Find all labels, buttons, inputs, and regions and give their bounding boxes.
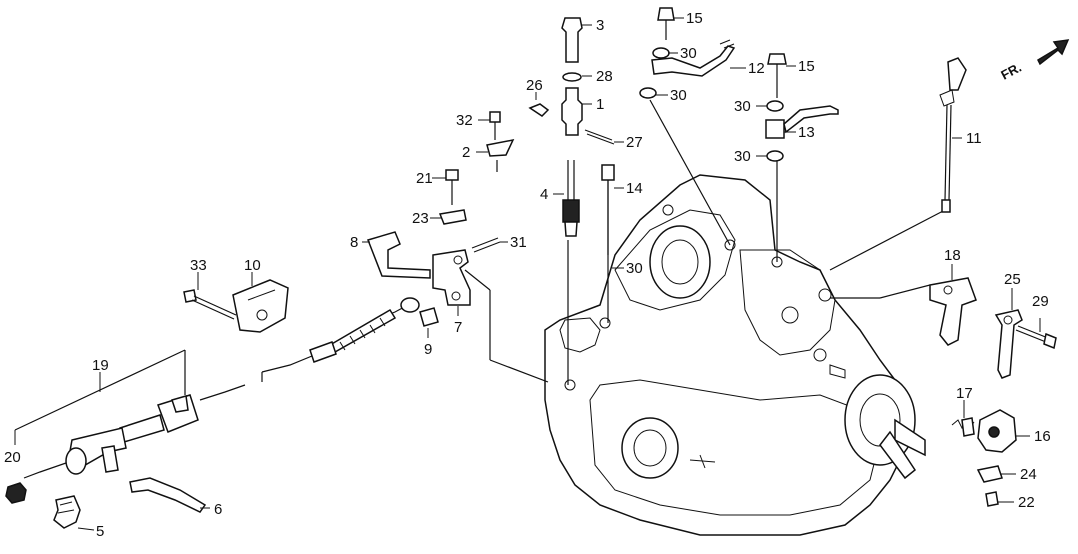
part-26-clip (528, 103, 550, 117)
leader-lines (14, 99, 946, 431)
part-4-speedometer-gear (562, 160, 580, 237)
callout-2: 2 (462, 144, 470, 161)
callout-11: 11 (966, 130, 982, 147)
part-14-bolt (601, 164, 615, 255)
part-17-spring (951, 417, 975, 437)
part-7-bracket (432, 249, 471, 306)
callout-21: 21 (416, 170, 433, 187)
callout-30-d: 30 (734, 98, 751, 115)
callout-18: 18 (944, 247, 961, 264)
callout-15-right: 15 (798, 58, 815, 75)
part-32-bolt (489, 111, 501, 140)
callout-16: 16 (1034, 428, 1051, 445)
callout-30-c: 30 (670, 87, 687, 104)
callout-1: 1 (596, 96, 604, 113)
part-6-clip (129, 477, 207, 513)
callout-20: 20 (4, 449, 21, 466)
part-33-bolt (183, 289, 237, 320)
callout-30-a: 30 (626, 260, 643, 277)
callout-22: 22 (1018, 494, 1035, 511)
part-23-washer (438, 209, 467, 225)
callout-17: 17 (956, 385, 973, 402)
part-30-washer-lower (639, 87, 657, 99)
part-3-sleeve (561, 17, 583, 63)
part-29-bolt (1015, 325, 1057, 350)
part-15-bolt-right (767, 53, 787, 98)
part-1-speed-sensor (561, 87, 583, 136)
part-16-lever (977, 409, 1017, 453)
callout-leaders (14, 17, 1041, 531)
part-15-bolt-upper (657, 7, 675, 40)
part-30-washer-upper (652, 47, 670, 59)
callout-30-e: 30 (734, 148, 751, 165)
part-28-oring (562, 72, 582, 82)
callout-28: 28 (596, 68, 613, 85)
callout-24: 24 (1020, 466, 1037, 483)
part-25-lever (994, 309, 1023, 379)
callout-3: 3 (596, 17, 604, 34)
direction-label: FR. (998, 60, 1024, 83)
callout-26: 26 (526, 77, 543, 94)
callout-10: 10 (244, 257, 261, 274)
callout-13: 13 (798, 124, 815, 141)
part-8-bracket (367, 231, 431, 279)
part-19-shift-cable (23, 297, 420, 479)
part-30-washer-right-a (766, 100, 784, 112)
part-2-bracket (486, 138, 515, 172)
part-11-dipstick (939, 57, 967, 213)
part-13-pipe (765, 105, 839, 139)
callout-29: 29 (1032, 293, 1049, 310)
part-24-washer (976, 465, 1003, 483)
part-30-washer-right-b (766, 150, 784, 162)
callout-31: 31 (510, 234, 527, 251)
callout-9: 9 (424, 341, 432, 358)
callout-19: 19 (92, 357, 109, 374)
callout-5: 5 (96, 523, 104, 540)
transmission-case (544, 174, 926, 536)
callout-6: 6 (214, 501, 222, 518)
callout-30-b: 30 (680, 45, 697, 62)
part-20-nut (5, 482, 27, 504)
callout-15-upper: 15 (686, 10, 703, 27)
part-12-pipe (651, 39, 736, 77)
part-27-pin (584, 129, 615, 145)
callout-25: 25 (1004, 271, 1021, 288)
direction-indicator: FR. (998, 39, 1070, 83)
callout-32: 32 (456, 112, 473, 129)
callout-23: 23 (412, 210, 429, 227)
part-10-bracket (232, 279, 289, 333)
part-22-bolt (985, 491, 999, 507)
callout-labels: 3 28 1 26 27 4 14 30 32 2 21 23 8 31 7 9… (4, 10, 1051, 540)
part-21-bolt (445, 169, 459, 205)
callout-12: 12 (748, 60, 765, 77)
part-31-pin (471, 237, 501, 253)
callout-4: 4 (540, 186, 548, 203)
callout-14: 14 (626, 180, 643, 197)
part-18-lever (929, 277, 977, 346)
callout-27: 27 (626, 134, 643, 151)
part-5-clip (53, 495, 81, 529)
callout-8: 8 (350, 234, 358, 251)
callout-7: 7 (454, 319, 462, 336)
part-9-bushing (419, 307, 439, 327)
callout-33: 33 (190, 257, 207, 274)
